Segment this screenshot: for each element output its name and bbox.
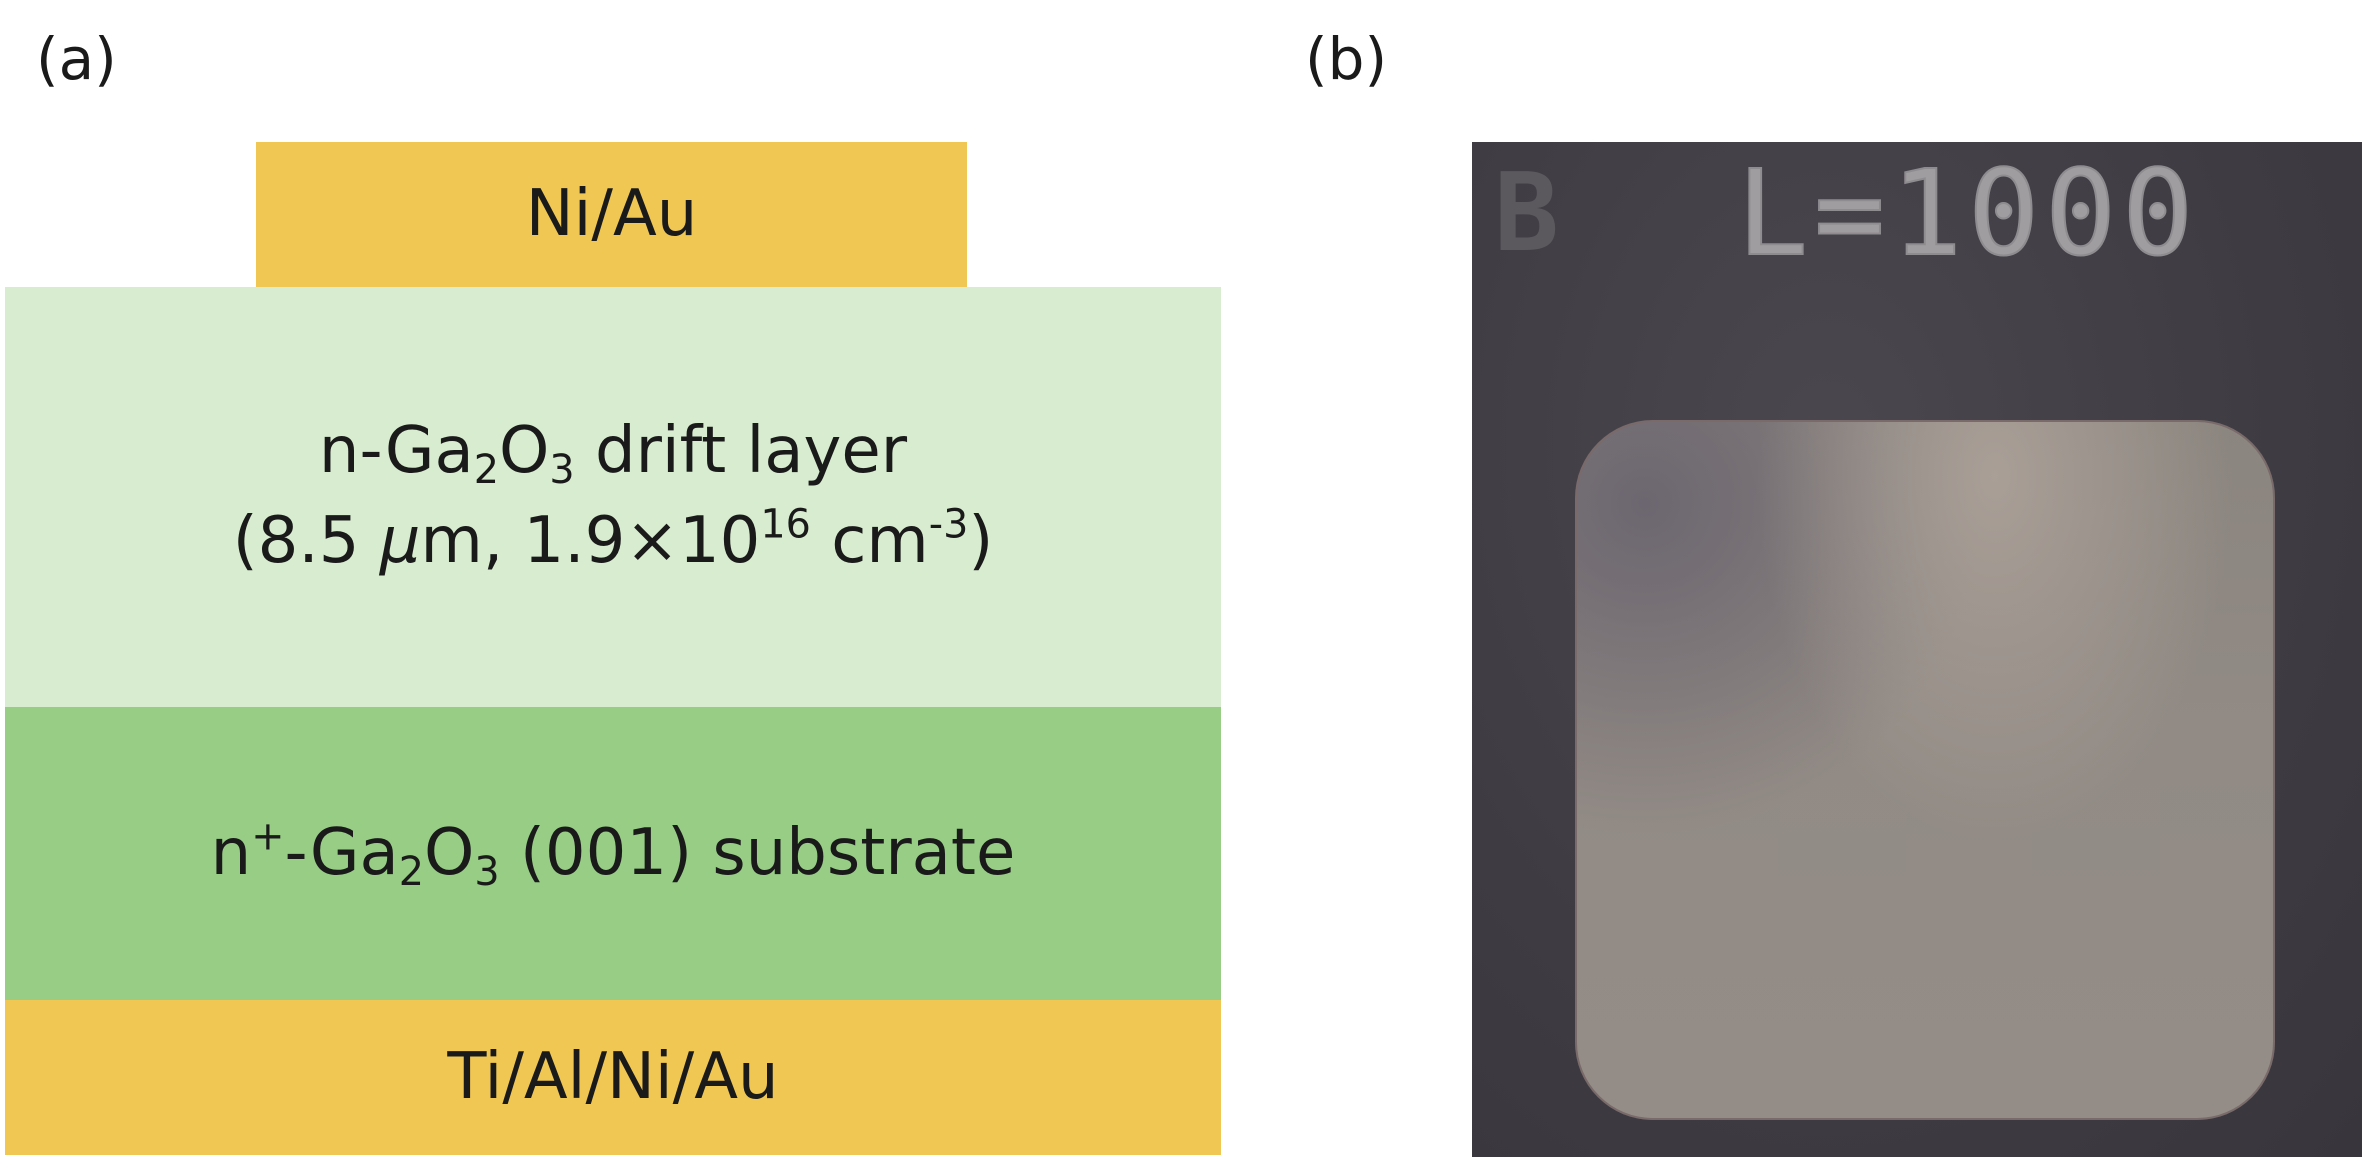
bottom-contact-label: Ti/Al/Ni/Au	[447, 1039, 779, 1114]
substrate-layer: n+-Ga2O3 (001) substrate	[5, 707, 1221, 1000]
device-micrograph: B L=1000	[1472, 142, 2362, 1157]
drift-layer: n-Ga2O3 drift layer (8.5 μm, 1.9×1016 cm…	[5, 287, 1221, 707]
panel-a-label: (a)	[36, 25, 117, 93]
schottky-contact-pad	[1575, 420, 2275, 1120]
panel-b-label: (b)	[1305, 25, 1388, 93]
top-contact-ni-au: Ni/Au	[256, 142, 967, 287]
bottom-contact-ti-al-ni-au: Ti/Al/Ni/Au	[5, 1000, 1221, 1155]
chip-letter-marking: B	[1494, 151, 1560, 276]
substrate-layer-label: n+-Ga2O3 (001) substrate	[210, 813, 1016, 895]
chip-size-marking: L=1000	[1736, 144, 2200, 282]
drift-layer-title: n-Ga2O3 drift layer	[318, 414, 908, 494]
drift-layer-spec: (8.5 μm, 1.9×1016 cm-3)	[232, 501, 994, 578]
top-contact-label: Ni/Au	[525, 176, 698, 251]
